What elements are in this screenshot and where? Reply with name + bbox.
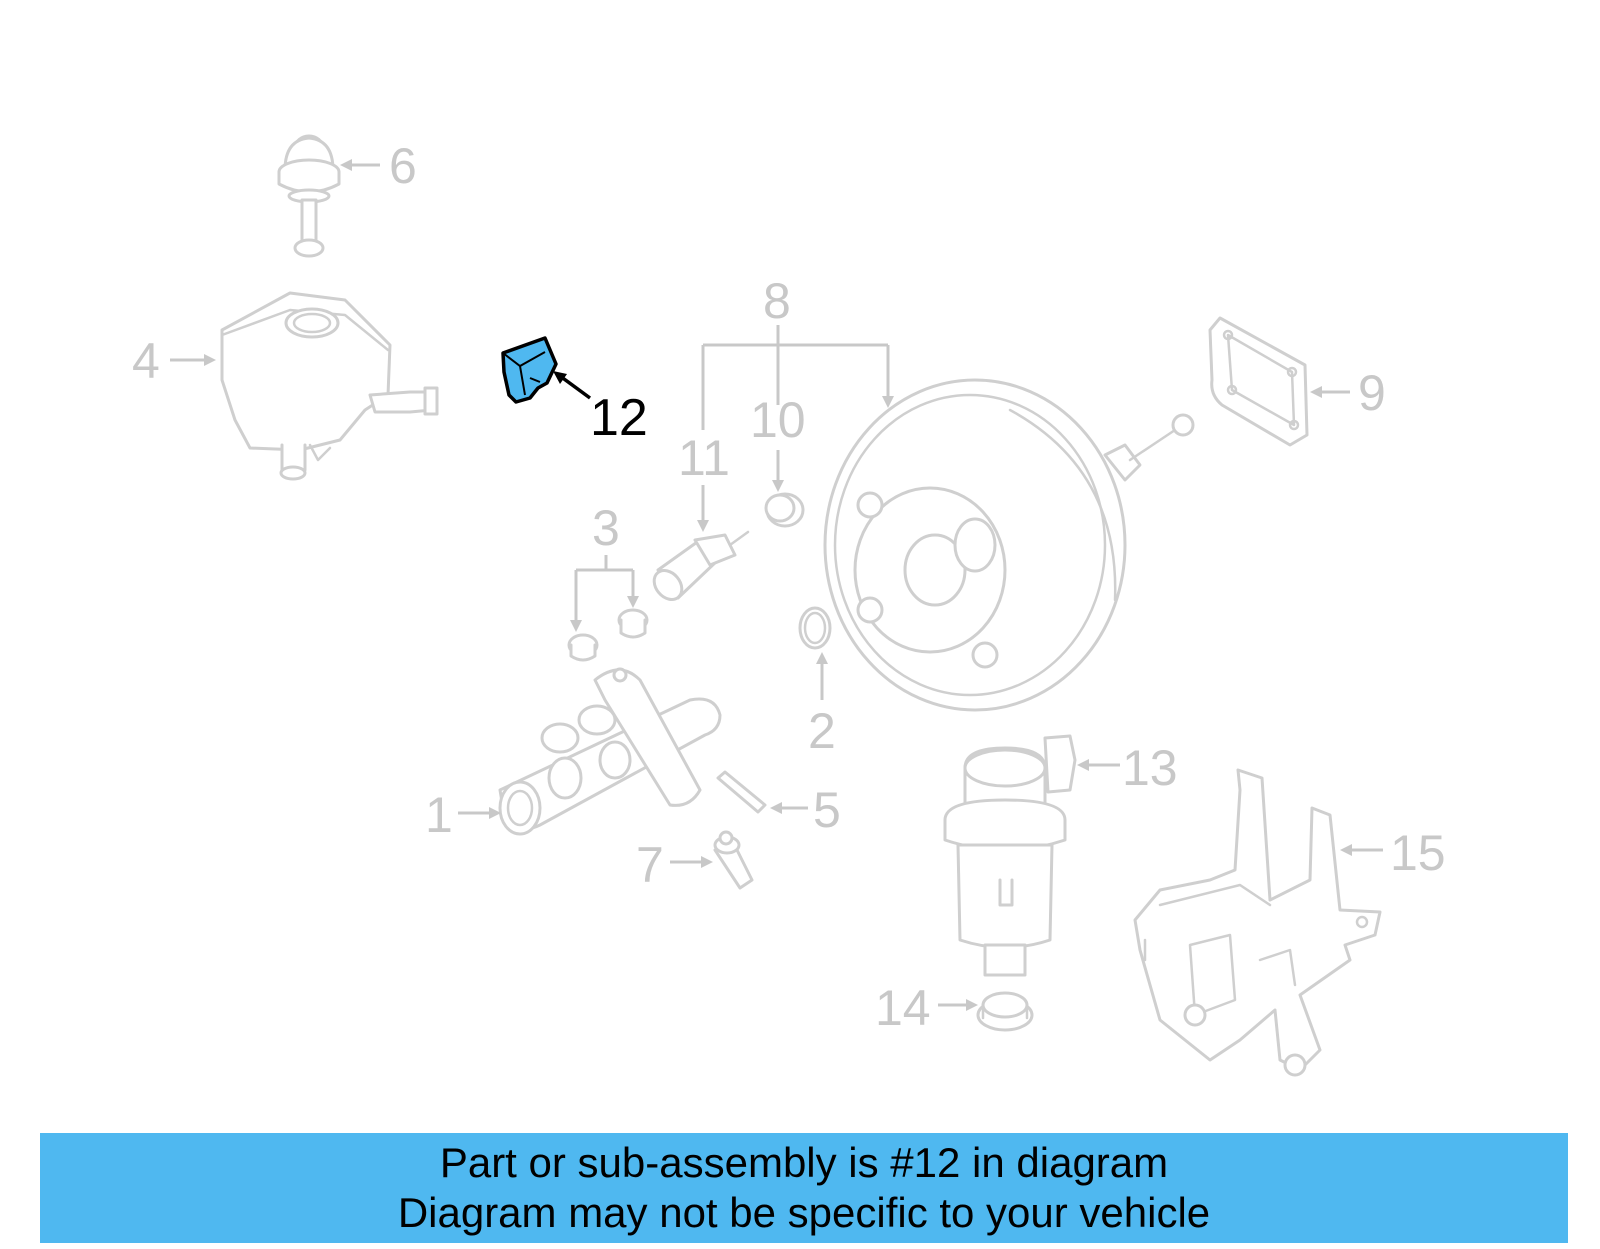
callout-8: 8 <box>763 273 791 329</box>
info-banner: Part or sub-assembly is #12 in diagram D… <box>40 1133 1568 1243</box>
callout-15-leader <box>1340 844 1383 856</box>
part-9-gasket <box>1208 316 1309 447</box>
callout-3: 3 <box>592 500 620 556</box>
callout-6-leader <box>340 159 380 171</box>
callout-11-leader <box>697 485 709 532</box>
callout-11: 11 <box>678 430 730 486</box>
callout-5: 5 <box>813 782 841 838</box>
callout-1-leader <box>458 807 501 819</box>
part-8-brake-booster <box>823 378 1195 712</box>
part-6-reservoir-cap <box>277 134 341 258</box>
callout-9-leader <box>1310 386 1350 398</box>
callout-7: 7 <box>636 837 664 893</box>
part-14-grommet <box>976 991 1034 1032</box>
part-1-master-cylinder <box>498 667 722 836</box>
callout-6: 6 <box>389 138 417 194</box>
callout-13-leader <box>1077 759 1120 771</box>
callout-2-leader <box>816 652 828 700</box>
callout-8-leader <box>701 325 894 430</box>
callout-7-leader <box>670 856 713 868</box>
callout-13: 13 <box>1122 740 1178 796</box>
callout-5-leader <box>770 802 808 814</box>
callout-1: 1 <box>425 787 453 843</box>
callout-3-leader <box>570 555 639 632</box>
callout-14-leader <box>938 999 978 1011</box>
callout-10-leader <box>772 450 784 492</box>
part-12-highlighted <box>501 336 558 404</box>
callout-10: 10 <box>750 392 806 448</box>
part-2-o-ring <box>798 606 832 650</box>
callout-9: 9 <box>1358 365 1386 421</box>
parts-diagram: 6 4 12 <box>132 134 1446 1077</box>
part-15-bracket <box>1133 768 1382 1077</box>
callout-4: 4 <box>132 333 160 389</box>
part-7-bleeder <box>713 830 754 890</box>
callout-15: 15 <box>1390 825 1446 881</box>
part-13-vacuum-pump <box>943 734 1077 977</box>
callout-12: 12 <box>590 389 648 447</box>
part-4-reservoir <box>220 291 439 481</box>
callout-12-leader <box>553 371 592 400</box>
part-11-sensor <box>652 530 750 601</box>
banner-line-disclaimer: Diagram may not be specific to your vehi… <box>397 1189 1211 1236</box>
callout-4-leader <box>170 354 216 366</box>
part-5-pin <box>716 770 767 814</box>
part-3-plugs <box>567 608 649 662</box>
part-10-grommet <box>764 492 805 528</box>
callout-2: 2 <box>808 703 836 759</box>
banner-line-part-number: Part or sub-assembly is #12 in diagram <box>439 1139 1169 1186</box>
callout-14: 14 <box>875 980 931 1036</box>
